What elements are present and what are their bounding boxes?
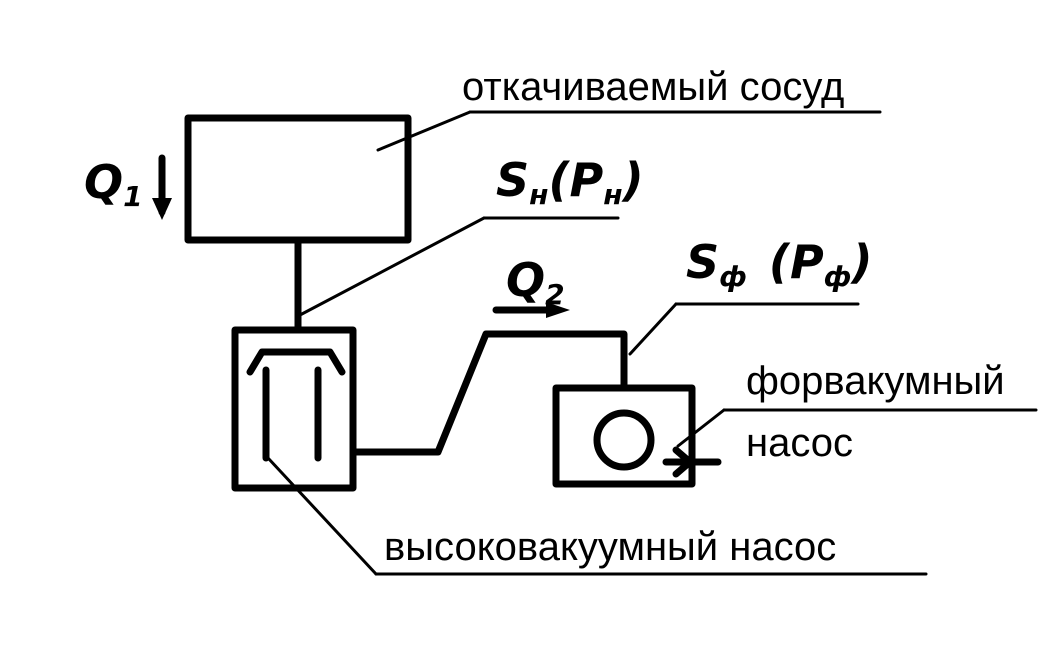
sf-close: ) bbox=[849, 235, 872, 289]
sf-leader-line bbox=[628, 302, 678, 356]
sf-sub: ф bbox=[719, 260, 747, 293]
sf-paren-main: (P bbox=[769, 235, 824, 289]
fore-pump-rotor-icon bbox=[593, 409, 655, 471]
q1-arrow bbox=[152, 154, 172, 220]
sf-paren-sub: ф bbox=[824, 260, 852, 293]
hv-pump-internal-symbol bbox=[246, 348, 346, 462]
q1-main: Q bbox=[84, 155, 123, 209]
sf-symbol: Sф(Pф) bbox=[686, 235, 872, 293]
sn-symbol: Sн(Pн) bbox=[496, 153, 644, 211]
hv-pump-leader-line bbox=[266, 456, 378, 576]
sn-leader-line bbox=[298, 216, 486, 317]
q2-main: Q bbox=[506, 253, 545, 307]
fore-pump-leader-line bbox=[676, 408, 726, 448]
vessel-label: откачиваемый сосуд bbox=[462, 65, 844, 109]
pipe-hv-pump-to-fore-pump bbox=[349, 330, 628, 456]
sn-paren-sub: н bbox=[603, 178, 622, 211]
q1-sub: 1 bbox=[123, 180, 142, 213]
fore-pump-label-line2: насос bbox=[746, 421, 853, 465]
sn-paren-main: (P bbox=[549, 153, 604, 207]
pumped-vessel bbox=[184, 114, 412, 244]
q2-sub: 2 bbox=[545, 278, 564, 311]
sn-close: ) bbox=[621, 153, 644, 207]
q2-symbol: Q2 bbox=[506, 253, 565, 311]
fore-pump-exhaust-arrow bbox=[662, 446, 722, 478]
vessel-leader-line bbox=[376, 110, 472, 152]
sn-main: S bbox=[496, 153, 529, 207]
sf-main: S bbox=[686, 235, 719, 289]
q2-arrow bbox=[492, 302, 570, 318]
q1-symbol: Q1 bbox=[84, 155, 143, 213]
fore-pump-label-line1: форвакумный bbox=[746, 359, 1005, 403]
sn-sub: н bbox=[529, 178, 548, 211]
hv-pump-label: высоковакуумный насос bbox=[384, 525, 836, 569]
